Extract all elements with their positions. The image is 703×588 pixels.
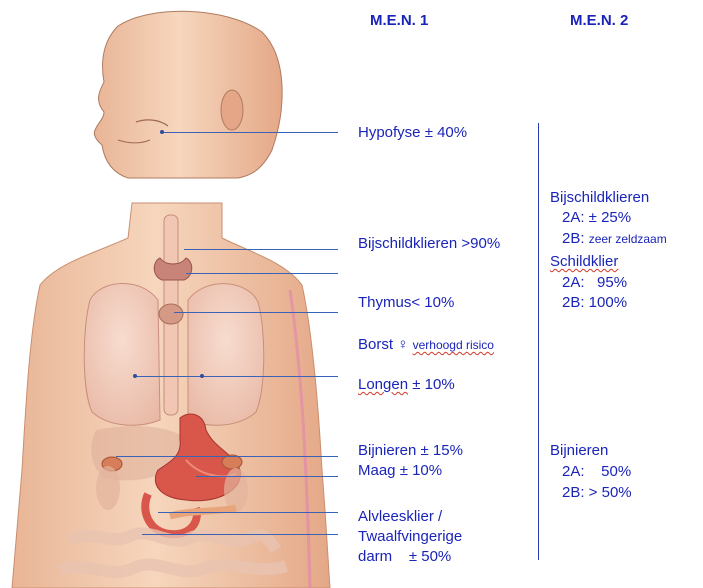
label-bijnieren-men1: Bijnieren ± 15%	[358, 442, 463, 459]
label-bijnieren-2a: 2A: 50%	[562, 463, 631, 480]
pointer-longen-left	[136, 376, 338, 377]
torso-figure	[12, 203, 330, 588]
label-bijnieren-2b: 2B: > 50%	[562, 484, 632, 501]
pointer-alvleesklier-2	[142, 534, 338, 535]
bijschild-2b-code: 2B:	[562, 230, 585, 247]
label-bijschildklieren: Bijschildklieren >90%	[358, 235, 500, 252]
label-schildklier-title: Schildklier	[550, 253, 618, 270]
pointer-thymus	[174, 312, 338, 313]
column-divider	[538, 123, 539, 560]
label-thymus: Thymus< 10%	[358, 294, 454, 311]
pointer-alvleesklier-1	[158, 512, 338, 513]
label-longen: Longen ± 10%	[358, 376, 455, 393]
pointer-dot-longen-right	[200, 374, 204, 378]
pointer-maag	[196, 476, 338, 477]
longen-word: Longen	[358, 376, 408, 393]
label-alvleesklier-1: Alvleesklier /	[358, 508, 442, 525]
label-bijschild-2a: 2A: ± 25%	[562, 209, 631, 226]
pointer-hypofyse	[163, 132, 338, 133]
pointer-dot-longen-left	[133, 374, 137, 378]
female-symbol: ♀	[397, 336, 408, 353]
borst-main: Borst	[358, 336, 393, 353]
label-alvleesklier-3: darm ± 50%	[358, 548, 451, 565]
label-bijnieren-men2-title: Bijnieren	[550, 442, 608, 459]
longen-value: ± 10%	[412, 376, 454, 393]
label-maag: Maag ± 10%	[358, 462, 442, 479]
bijschild-2b-note: zeer zeldzaam	[589, 232, 667, 246]
pointer-bijnieren	[116, 456, 338, 457]
pointer-dot-hypofyse	[160, 130, 164, 134]
pointer-bijschildklieren-1	[184, 249, 338, 250]
label-bijschild-2b: 2B: zeer zeldzaam	[562, 230, 667, 248]
label-schildklier-2b: 2B: 100%	[562, 294, 627, 311]
pointer-bijschildklieren-2	[186, 273, 338, 274]
head-figure	[94, 11, 282, 178]
label-alvleesklier-2: Twaalfvingerige	[358, 528, 462, 545]
label-schildklier-2a: 2A: 95%	[562, 274, 627, 291]
header-men1: M.E.N. 1	[370, 12, 428, 29]
label-bijschild-men2-title: Bijschildklieren	[550, 189, 649, 206]
label-hypofyse: Hypofyse ± 40%	[358, 124, 467, 141]
borst-note: verhoogd risico	[413, 338, 494, 352]
header-men2: M.E.N. 2	[570, 12, 628, 29]
label-borst: Borst ♀ verhoogd risico	[358, 336, 494, 354]
